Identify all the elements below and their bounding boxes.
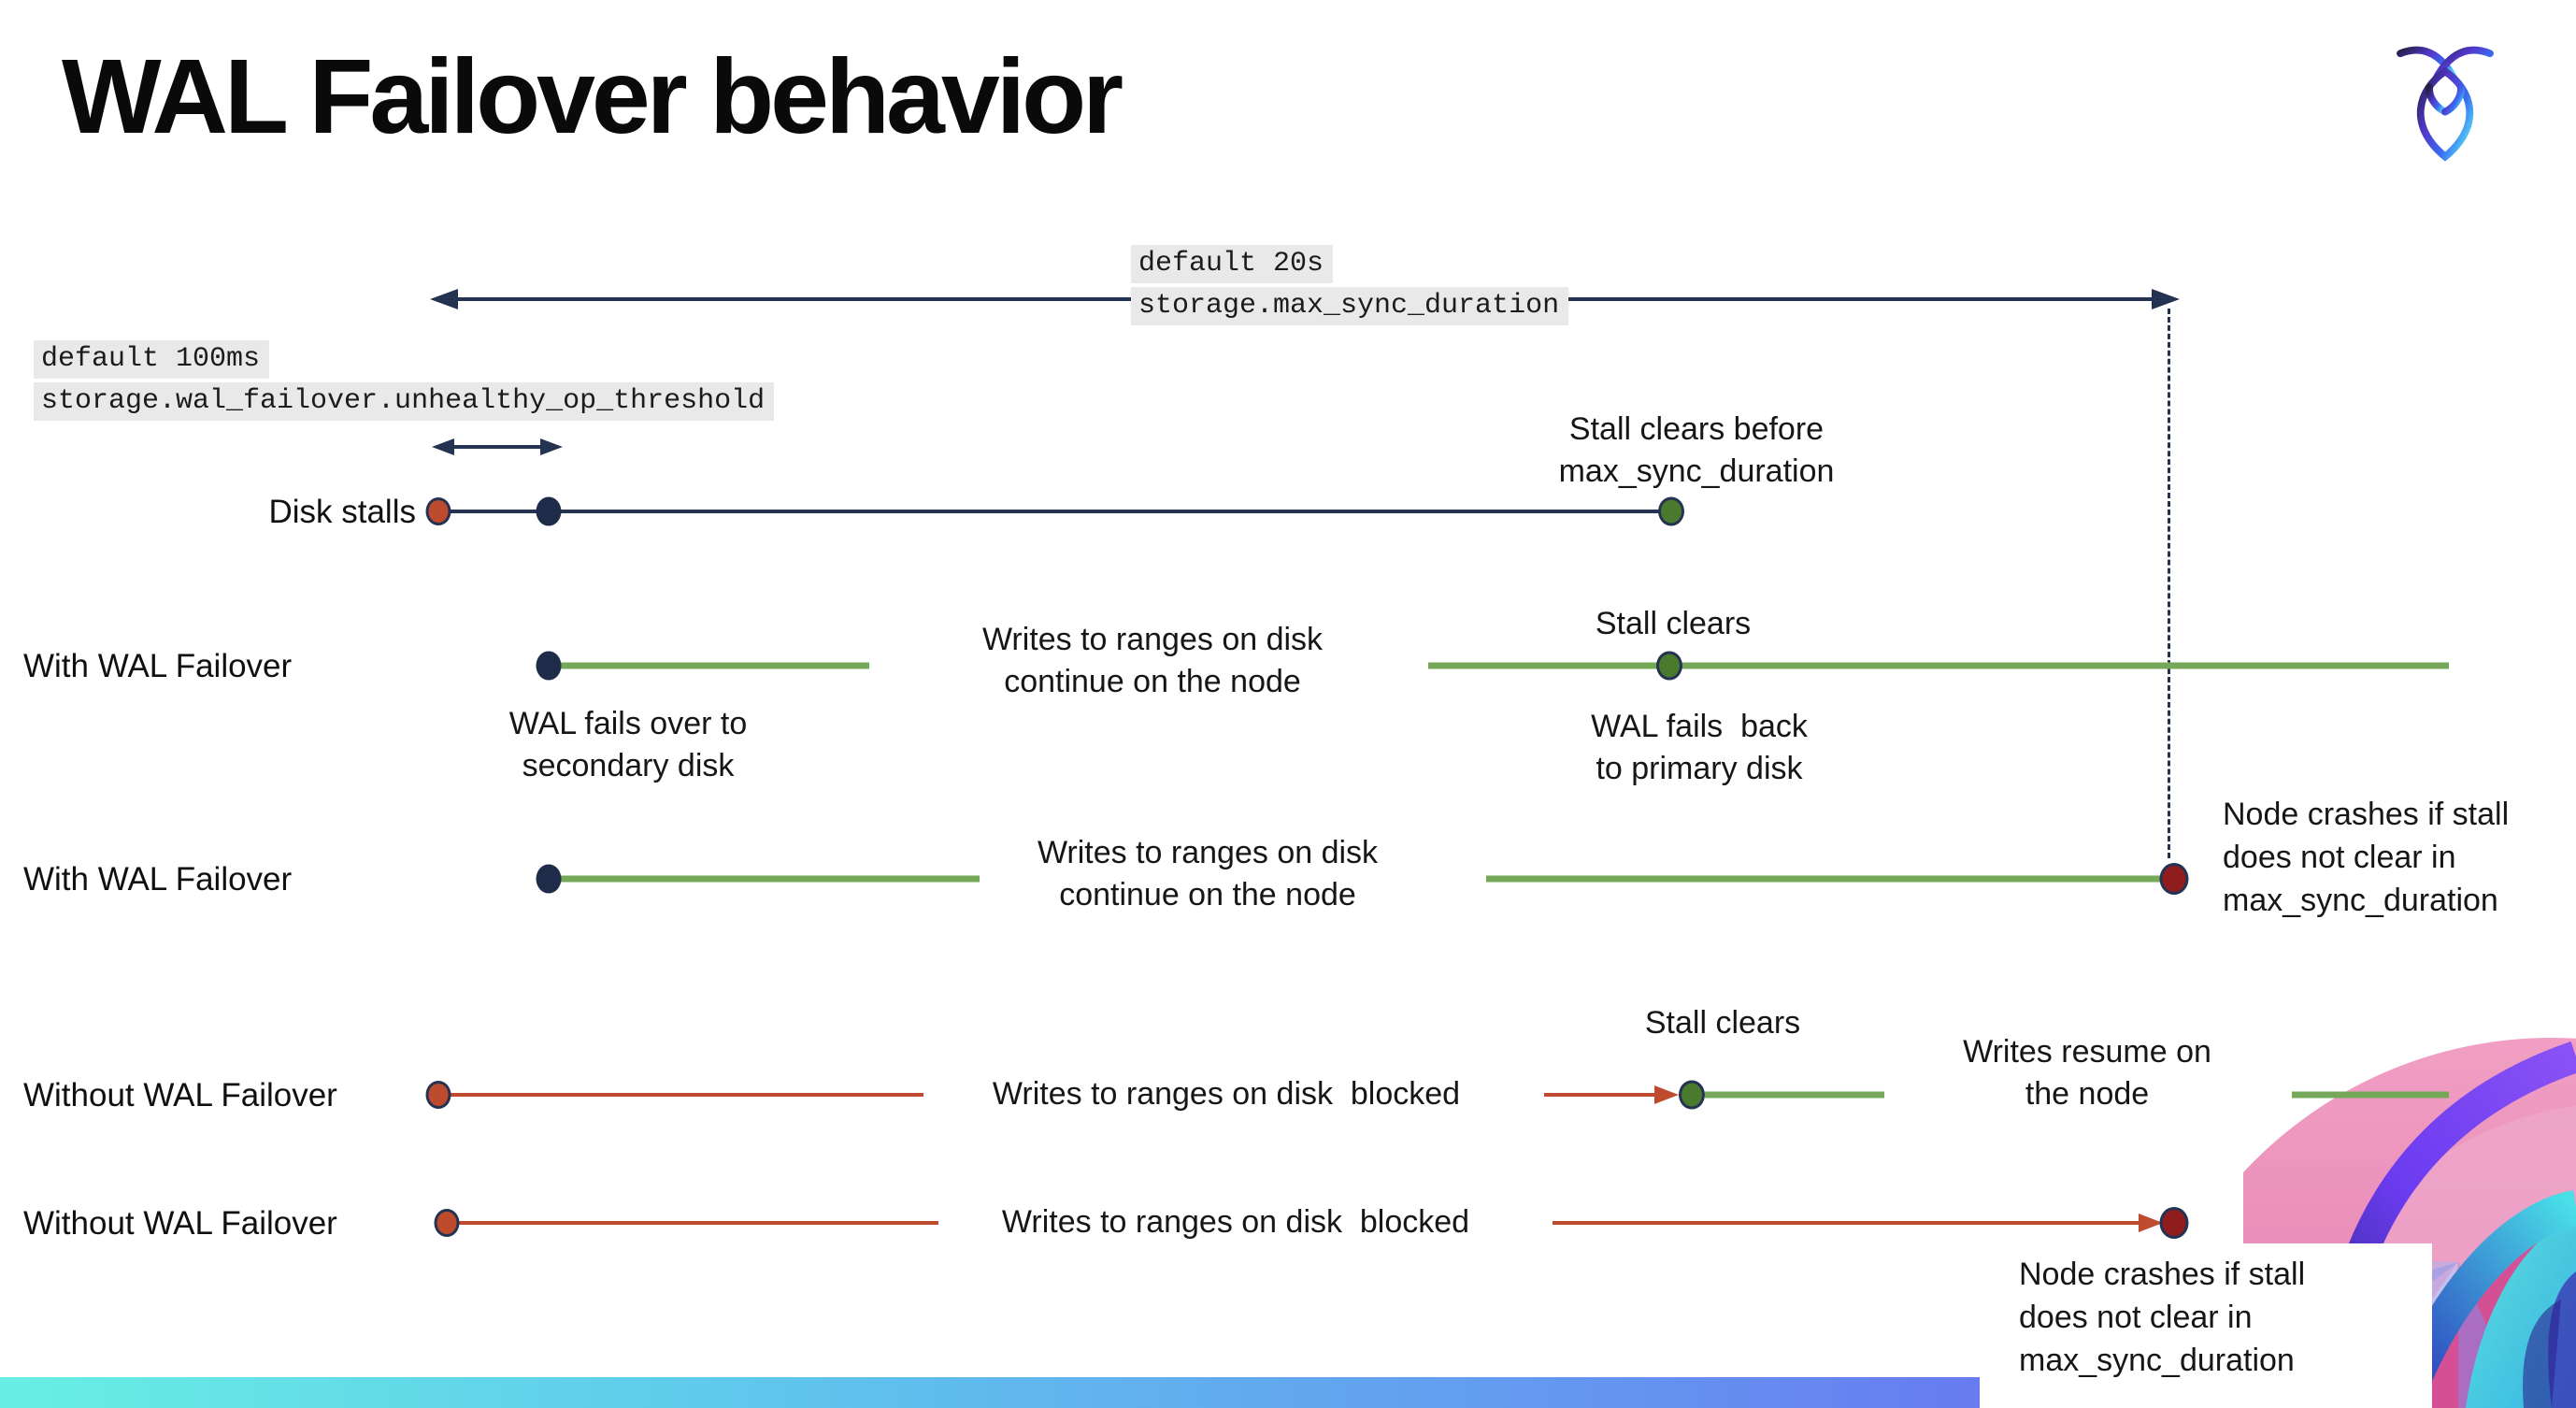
- without1-green-segment-b: [2292, 1091, 2449, 1099]
- threshold-dot: [536, 496, 562, 526]
- arrowhead-right-icon: [2152, 289, 2180, 309]
- without1-stall-clear-dot: [1679, 1080, 1705, 1110]
- without1-green-segment-a: [1705, 1091, 1884, 1099]
- with2-failover-dot: [536, 864, 562, 894]
- without1-writes-note: Writes to ranges on disk blocked: [992, 1076, 1461, 1112]
- with1-stall-clear-dot: [1656, 651, 1682, 681]
- unhealthy-op-threshold-label: default 100ms storage.wal_failover.unhea…: [34, 340, 775, 424]
- stall-start-dot: [425, 497, 451, 525]
- with1-green-segment-a: [559, 662, 869, 669]
- max-sync-deadline-dashed-line: [2168, 309, 2170, 858]
- without2-crash-note: Node crashes if stall does not clear in …: [2019, 1257, 2306, 1378]
- without1-stall-clears-note: Stall clears: [1644, 1005, 1801, 1041]
- with1-writes-note: Writes to ranges on disk continue on the…: [981, 622, 1324, 699]
- without2-crash-dot: [2159, 1207, 2189, 1239]
- crash-callout-box: Node crashes if stall does not clear in …: [1980, 1243, 2432, 1408]
- with1-failover-dot: [536, 651, 562, 681]
- without2-writes-note: Writes to ranges on disk blocked: [1001, 1204, 1470, 1240]
- with2-crash-note: Node crashes if stall does not clear in …: [2223, 797, 2510, 918]
- row-label-with-wal-failover-2: With WAL Failover: [23, 861, 293, 898]
- without1-resume-note: Writes resume on the node: [1963, 1034, 2211, 1112]
- without1-red-arrowhead-icon: [1654, 1085, 1679, 1104]
- with2-green-segment-b: [1486, 875, 2165, 883]
- with2-crash-dot: [2159, 863, 2189, 895]
- with1-failback-note: WAL fails back to primary disk: [1591, 709, 1808, 786]
- without2-blocked-segment: [458, 1221, 938, 1225]
- unhealthy-op-span-line: [447, 445, 546, 449]
- with1-failover-note: WAL fails over to secondary disk: [508, 706, 748, 783]
- small-arrowhead-left-icon: [432, 438, 454, 455]
- arrowhead-left-icon: [430, 289, 458, 309]
- disk-stalls-timeline: [438, 510, 1671, 513]
- unhealthy-op-default-text: default 100ms: [34, 340, 270, 379]
- without1-blocked-arrow-line: [1544, 1093, 1660, 1097]
- row-label-without-wal-failover-2: Without WAL Failover: [23, 1205, 337, 1242]
- with2-writes-note: Writes to ranges on disk continue on the…: [1037, 835, 1379, 912]
- stall-clear-dot: [1658, 496, 1684, 526]
- with2-green-segment-a: [559, 875, 980, 883]
- with1-stall-clears-note: Stall clears: [1595, 606, 1752, 641]
- without2-blocked-arrow-line: [1553, 1221, 2144, 1225]
- without2-stall-start-dot: [434, 1209, 460, 1237]
- row-label-without-wal-failover-1: Without WAL Failover: [23, 1077, 337, 1113]
- without1-blocked-segment: [449, 1093, 923, 1097]
- max-sync-default-text: default 20s: [1131, 245, 1334, 283]
- row-label-disk-stalls: Disk stalls: [268, 494, 416, 530]
- page-title: WAL Failover behavior: [62, 37, 1123, 155]
- without1-stall-start-dot: [425, 1081, 451, 1109]
- unhealthy-op-setting-text: storage.wal_failover.unhealthy_op_thresh…: [34, 382, 775, 421]
- stall-clears-before-note: Stall clears before max_sync_duration: [1558, 411, 1835, 489]
- max-sync-duration-label: default 20s storage.max_sync_duration: [1131, 245, 1569, 329]
- without2-red-arrowhead-icon: [2139, 1214, 2163, 1232]
- cockroachdb-logo-icon: [2397, 46, 2494, 162]
- small-arrowhead-right-icon: [540, 438, 563, 455]
- row-label-with-wal-failover-1: With WAL Failover: [23, 648, 293, 684]
- with1-green-segment-b: [1428, 662, 2449, 669]
- max-sync-setting-text: storage.max_sync_duration: [1131, 287, 1569, 325]
